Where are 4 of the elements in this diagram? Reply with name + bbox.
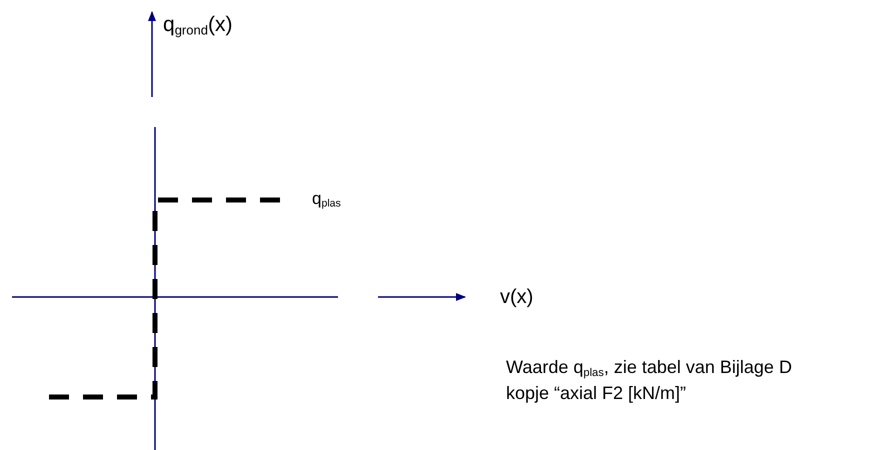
axis-label: q$_{grond}$(x) <box>163 12 232 38</box>
axis-label: v(x) <box>500 285 534 309</box>
note-text: Waarde q$_{plas}$, zie tabel van Bijlage D kopje “axial F2 [kN/m]” <box>506 356 793 406</box>
graph-label: q$_{plas}$ <box>312 189 341 210</box>
